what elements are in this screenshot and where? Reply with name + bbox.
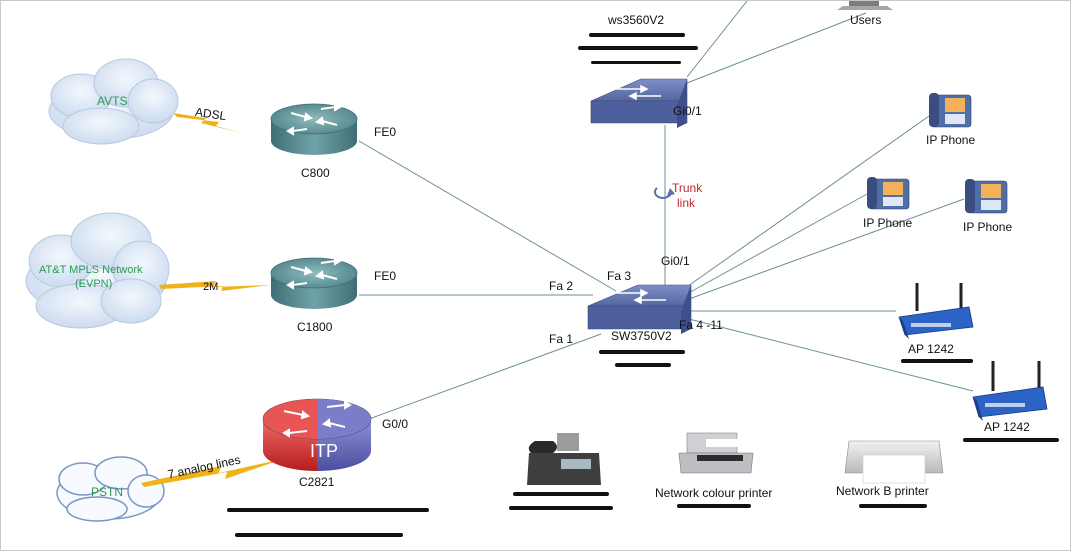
link-ip-phone-2 <box>684 193 868 296</box>
link-c2821-sw3750 <box>368 333 602 420</box>
trunk-arrowhead-icon <box>667 188 675 196</box>
redaction-bar <box>513 492 609 496</box>
router-c800-icon <box>270 102 358 155</box>
trunk-label-line1: Trunk <box>672 181 703 195</box>
redaction-bar <box>591 61 681 64</box>
redaction-bar <box>677 504 751 508</box>
c800-fe0-port: FE0 <box>374 125 397 139</box>
fa3-port: Fa 3 <box>607 269 632 283</box>
colour-printer-label: Network colour printer <box>655 486 773 500</box>
ws3560-gi01-port: Gi0/1 <box>673 104 702 118</box>
c1800-fe0-port: FE0 <box>374 269 397 283</box>
ip-phone-2-icon <box>867 177 910 210</box>
redaction-bar <box>599 350 685 354</box>
2m-label: 2M <box>203 281 219 293</box>
ap-2-label: AP 1242 <box>984 420 1030 434</box>
att-label-line1: AT&T MPLS Network <box>39 264 143 276</box>
users-label: Users <box>850 13 882 27</box>
c2821-label: C2821 <box>299 475 335 489</box>
itp-label: ITP <box>310 441 339 461</box>
att-label-line2: (EVPN) <box>75 278 113 290</box>
redaction-bar <box>509 506 613 510</box>
redaction-bar <box>235 533 403 537</box>
ap-1-label: AP 1242 <box>908 342 954 356</box>
fa2-port: Fa 2 <box>549 279 574 293</box>
ip-phone-2-label: IP Phone <box>863 216 913 230</box>
link-ws3560-users <box>686 12 867 84</box>
c800-label: C800 <box>301 166 330 180</box>
ip-phone-3-icon <box>965 179 1008 214</box>
cloud-pstn-icon <box>56 456 165 522</box>
link-ip-phone-3 <box>688 198 965 300</box>
b-printer-icon <box>844 440 944 484</box>
c1800-label: C1800 <box>297 320 333 334</box>
link-ap-2 <box>688 318 974 392</box>
ip-phone-1-label: IP Phone <box>926 133 976 147</box>
b-printer-label: Network B printer <box>836 484 929 498</box>
ip-phone-3-label: IP Phone <box>963 220 1013 234</box>
c2821-g0-port: G0/0 <box>382 417 409 431</box>
ap-2-icon <box>972 361 1048 421</box>
colour-printer-icon <box>678 432 754 474</box>
link-ws3560-up <box>686 1 748 78</box>
link-c800-sw3750 <box>358 140 617 292</box>
redaction-bar <box>227 508 429 512</box>
router-c2821-icon <box>262 398 372 471</box>
redaction-bar <box>578 46 698 50</box>
trunk-label-line2: link <box>677 196 696 210</box>
redaction-bar <box>589 33 685 37</box>
fa1-port: Fa 1 <box>549 332 574 346</box>
ap-1-icon <box>898 283 974 339</box>
avts-label: AVTS <box>97 94 128 108</box>
ip-phone-1-icon <box>929 93 972 128</box>
redaction-bar <box>963 438 1059 442</box>
connection-lines <box>358 1 974 420</box>
redaction-bar <box>901 359 973 363</box>
ws3560-label: ws3560V2 <box>608 13 665 27</box>
cloud-avts-icon <box>48 58 179 145</box>
analog-bolt-icon <box>141 459 283 487</box>
fa4-11-port: Fa 4 -11 <box>679 318 723 332</box>
2m-bolt-icon <box>159 281 271 291</box>
link-ip-phone-1 <box>680 115 930 292</box>
cloud-att-icon <box>25 212 170 329</box>
sw3750-gi01-port: Gi0/1 <box>661 254 690 268</box>
router-c1800-icon <box>270 256 358 309</box>
switch-ws3560-icon <box>590 78 688 128</box>
adsl-bolt-icon <box>173 113 241 133</box>
users-icon <box>837 1 893 10</box>
sw3750-label: SW3750V2 <box>611 329 672 343</box>
switch-sw3750-icon <box>587 284 692 334</box>
redaction-bar <box>615 363 671 367</box>
fax-machine-icon <box>527 433 601 485</box>
redaction-bar <box>859 504 927 508</box>
pstn-label: PSTN <box>91 485 124 499</box>
